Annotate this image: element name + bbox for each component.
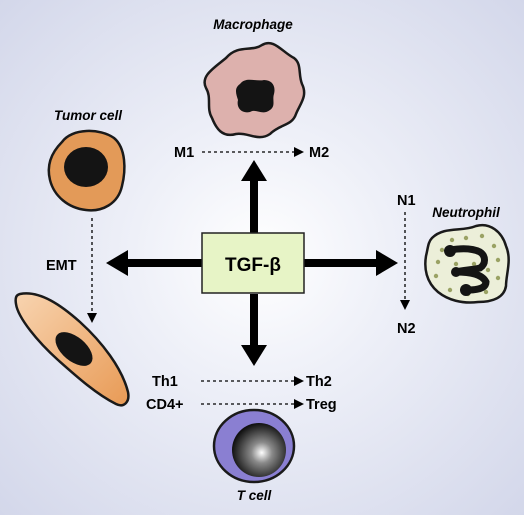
neutrophil-granules — [433, 233, 501, 297]
tumor-cell-group: Tumor cell EMT — [14, 108, 130, 407]
tgf-beta-node: TGF-β — [201, 232, 305, 294]
arrow-up-shaft — [250, 178, 258, 234]
neutrophil-title: Neutrophil — [432, 205, 500, 220]
macrophage-nucleus — [236, 79, 275, 113]
neutrophil-nucleus — [444, 245, 490, 296]
cd4-label: CD4+ — [146, 397, 183, 413]
neutrophil-to-label: N2 — [397, 321, 416, 337]
arrow-left-shaft — [124, 259, 202, 267]
tumor-cell-nucleus — [64, 147, 108, 187]
th1-label: Th1 — [152, 374, 178, 390]
arrow-up-head — [241, 160, 267, 181]
signal-arrows — [106, 160, 398, 366]
tgf-beta-label: TGF-β — [225, 255, 281, 276]
arrow-down-shaft — [250, 294, 258, 348]
treg-label: Treg — [306, 397, 337, 413]
neutrophil-group: N1 Neutrophil N2 — [397, 193, 510, 337]
macrophage-from-label: M1 — [174, 145, 194, 161]
macrophage-title: Macrophage — [213, 17, 293, 32]
macrophage-group: Macrophage M1 M2 — [174, 17, 329, 161]
arrow-left-head — [106, 250, 128, 276]
arrow-down-head — [241, 345, 267, 366]
t-cell-nucleus — [232, 423, 286, 477]
neutrophil-from-label: N1 — [397, 193, 416, 209]
tgf-beta-box — [201, 232, 305, 294]
tumor-cell-title: Tumor cell — [54, 108, 122, 123]
mesenchymal-cell-nucleus — [55, 332, 93, 366]
arrow-right-shaft — [304, 259, 380, 267]
emt-label: EMT — [46, 258, 77, 274]
t-cell-title: T cell — [237, 488, 272, 503]
t-cell-group: Th1 Th2 CD4+ Treg T cell — [146, 374, 337, 503]
macrophage-to-label: M2 — [309, 145, 329, 161]
th2-label: Th2 — [306, 374, 332, 390]
arrow-right-head — [376, 250, 398, 276]
